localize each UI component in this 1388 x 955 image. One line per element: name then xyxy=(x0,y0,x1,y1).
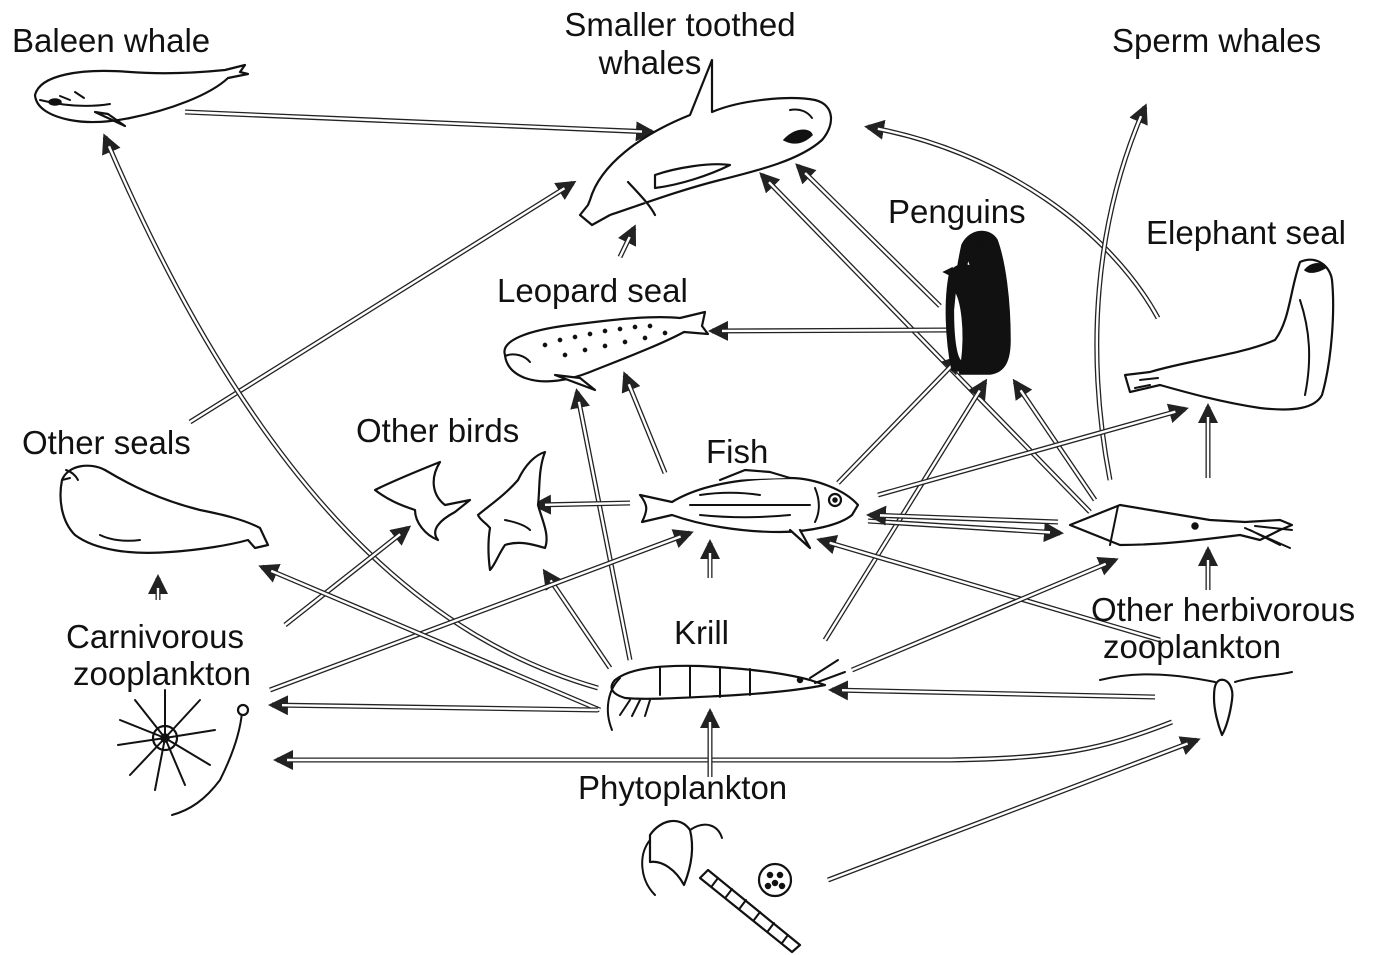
label-carnivorous-zooplankton-line1: Carnivorous xyxy=(66,618,244,655)
arrow-carniv-to-fish xyxy=(269,529,694,693)
label-smaller-toothed-whales-line1: Smaller toothed xyxy=(564,6,796,43)
arrow-squid-to-sperm xyxy=(1094,103,1148,481)
label-sperm-whales: Sperm whales xyxy=(1112,22,1322,59)
label-krill: Krill xyxy=(674,614,729,651)
arrow-carniv-to-birds xyxy=(283,525,412,627)
arrow-penguins-to-leopard xyxy=(708,320,949,341)
herbivorous-zooplankton-icon xyxy=(1099,671,1293,737)
arrow-squid-to-fish xyxy=(866,505,1059,526)
arrow-squid-to-orca xyxy=(759,172,1092,514)
arrow-krill-to-squid xyxy=(851,556,1119,673)
arrow-leopard-to-orca xyxy=(617,224,637,259)
label-other-birds: Other birds xyxy=(356,412,520,449)
arrow-fish-to-elephant xyxy=(877,403,1189,498)
label-phytoplankton: Phytoplankton xyxy=(578,769,788,806)
label-penguins: Penguins xyxy=(888,193,1026,230)
squid-icon xyxy=(1068,503,1294,549)
arrow-fish-to-squid xyxy=(867,518,1064,542)
baleen-whale-icon xyxy=(33,63,250,128)
fish-icon xyxy=(638,468,860,550)
arrow-herb-to-fish xyxy=(816,534,1161,643)
label-fish: Fish xyxy=(706,433,769,470)
leopard-seal-icon xyxy=(503,310,710,392)
arrow-baleen-to-orca xyxy=(184,109,656,142)
birds-icon xyxy=(373,450,548,572)
arrow-elephant-to-orca xyxy=(864,119,1161,320)
arrow-krill-to-baleen xyxy=(102,133,599,691)
label-other-herbivorous-zooplankton-line1: Other herbivorous xyxy=(1091,591,1356,628)
other-seal-icon xyxy=(59,464,270,554)
arrow-fish-to-birds xyxy=(531,494,631,515)
food-web-arrows xyxy=(102,103,1218,883)
label-baleen-whale: Baleen whale xyxy=(12,22,211,59)
carnivorous-zooplankton-icon xyxy=(117,689,250,816)
label-other-herbivorous-zooplankton-line2: zooplankton xyxy=(1103,628,1281,665)
arrow-fish-to-penguins xyxy=(836,354,963,485)
arrow-krill-to-carniv xyxy=(268,695,599,716)
label-elephant-seal: Elephant seal xyxy=(1146,214,1346,251)
arrow-krill-to-penguins xyxy=(822,378,988,642)
label-smaller-toothed-whales-line2: whales xyxy=(598,44,702,81)
orca-icon xyxy=(578,58,832,227)
label-carnivorous-zooplankton-line2: zooplankton xyxy=(73,655,251,692)
arrow-otherseals-to-orca xyxy=(188,180,577,425)
arrow-krill-to-leopard xyxy=(570,388,633,661)
arrow-krill-to-otherseals xyxy=(258,564,601,713)
phytoplankton-icon xyxy=(641,819,802,954)
arrow-herb-to-krill xyxy=(828,680,1156,701)
arrow-phyto-to-herb xyxy=(827,736,1201,883)
arrow-herb-to-carniv xyxy=(273,719,1173,770)
arrow-squid-to-penguins xyxy=(1012,378,1098,502)
label-other-seals: Other seals xyxy=(22,424,191,461)
krill-icon xyxy=(606,659,846,731)
label-leopard-seal: Leopard seal xyxy=(497,272,688,309)
arrow-krill-to-birds xyxy=(542,568,613,670)
penguins-icon xyxy=(942,230,1011,375)
arrow-fish-to-leopard xyxy=(621,371,668,474)
elephant-seal-icon xyxy=(1123,258,1335,411)
arrow-penguins-to-orca xyxy=(795,163,942,308)
